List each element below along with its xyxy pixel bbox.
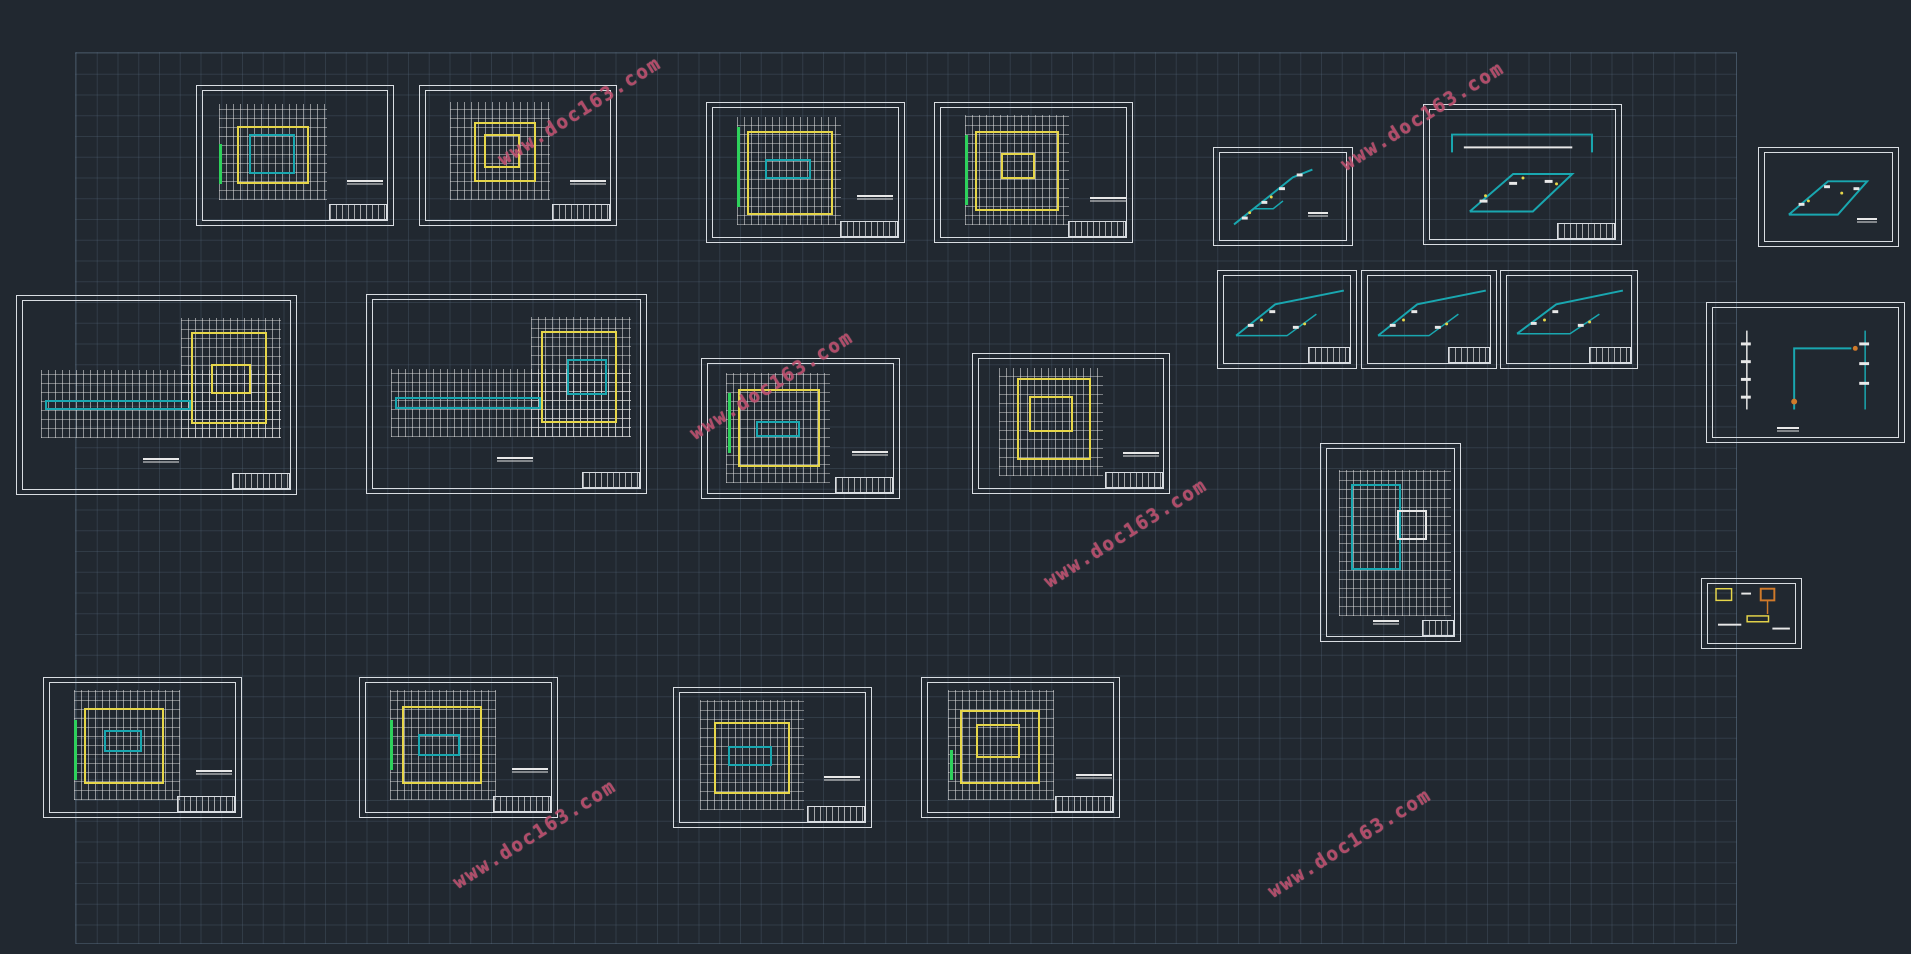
title-block	[1055, 796, 1113, 812]
title-block	[1308, 347, 1350, 363]
title-block	[1448, 347, 1490, 363]
floor-plan-sheet[interactable]	[419, 85, 617, 226]
title-block	[840, 221, 898, 237]
title-block	[1589, 347, 1631, 363]
pipe-isometric-drawing	[1235, 289, 1345, 337]
drawing-caption	[347, 180, 383, 182]
detail-sheet[interactable]	[1701, 578, 1802, 649]
pipe-isometric-drawing	[1516, 289, 1624, 335]
floor-plan-drawing	[999, 368, 1103, 476]
drawing-caption	[497, 457, 533, 459]
drawing-caption	[1857, 218, 1877, 220]
title-block	[493, 796, 551, 812]
floor-plan-drawing	[450, 102, 550, 200]
floor-plan-sheet[interactable]	[921, 677, 1120, 818]
floor-plan-sheet-wide[interactable]	[366, 294, 647, 494]
floor-plan-sheet[interactable]	[972, 353, 1170, 494]
drawing-caption	[1777, 427, 1799, 429]
floor-plan-drawing	[700, 700, 804, 810]
floor-plan-drawing	[74, 690, 180, 800]
sheet-frame	[372, 299, 641, 489]
title-block	[1422, 620, 1454, 636]
drawing-caption	[1123, 452, 1159, 454]
sheet-frame	[707, 363, 894, 494]
equipment-detail-drawing	[1715, 587, 1790, 630]
drawing-caption	[570, 180, 606, 182]
sheet-frame	[1712, 307, 1899, 438]
pipe-riser-drawing	[1740, 330, 1870, 410]
drawing-caption	[143, 458, 179, 460]
sheet-frame	[202, 90, 388, 221]
isometric-diagram-sheet[interactable]	[1758, 147, 1899, 247]
floor-plan-sheet[interactable]	[934, 102, 1133, 243]
title-block	[552, 204, 610, 220]
floor-plan-drawing	[391, 317, 631, 437]
title-block	[807, 806, 865, 822]
sheet-frame	[679, 692, 866, 823]
drawing-caption	[824, 776, 860, 778]
floor-plan-drawing	[726, 373, 830, 483]
floor-plan-sheet[interactable]	[673, 687, 872, 828]
drawing-caption	[1308, 212, 1328, 214]
isometric-diagram-sheet[interactable]	[1361, 270, 1497, 369]
drawing-caption	[1090, 197, 1126, 199]
title-block	[835, 477, 893, 493]
sheet-frame	[1367, 275, 1491, 364]
drawing-caption	[857, 195, 893, 197]
title-block	[1557, 223, 1615, 239]
title-block	[582, 472, 640, 488]
drawing-caption	[1076, 774, 1112, 776]
floor-plan-sheet[interactable]	[43, 677, 242, 818]
title-block	[177, 796, 235, 812]
floor-plan-sheet[interactable]	[706, 102, 905, 243]
sheet-frame	[1429, 109, 1616, 240]
drawing-caption	[512, 768, 548, 770]
sheet-frame	[1506, 275, 1632, 364]
pipe-isometric-drawing	[1788, 180, 1870, 216]
isometric-diagram-sheet[interactable]	[1217, 270, 1357, 369]
sheet-frame	[425, 90, 611, 221]
drawing-caption	[852, 451, 888, 453]
sheet-frame	[1707, 583, 1796, 644]
sheet-frame	[22, 300, 291, 490]
sheet-frame	[49, 682, 236, 813]
floor-plan-drawing	[948, 690, 1054, 800]
sheet-frame	[1223, 275, 1351, 364]
isometric-diagram-sheet[interactable]	[1423, 104, 1622, 245]
riser-diagram-sheet[interactable]	[1706, 302, 1905, 443]
pipe-isometric-drawing	[1377, 289, 1487, 337]
isometric-diagram-sheet[interactable]	[1213, 147, 1353, 246]
floor-plan-sheet[interactable]	[701, 358, 900, 499]
floor-plan-drawing	[41, 318, 281, 438]
sheet-frame	[1326, 448, 1455, 637]
floor-plan-drawing	[965, 115, 1069, 225]
title-block	[232, 473, 290, 489]
title-block	[1105, 472, 1163, 488]
floor-plan-drawing	[390, 690, 496, 800]
sheet-frame	[927, 682, 1114, 813]
pipe-isometric-drawing	[1451, 133, 1593, 213]
partial-plan-drawing	[1339, 470, 1451, 616]
sheet-frame	[712, 107, 899, 238]
title-block	[1068, 221, 1126, 237]
sheet-frame	[978, 358, 1164, 489]
sheet-frame	[1219, 152, 1347, 241]
drawing-caption	[196, 770, 232, 772]
floor-plan-sheet[interactable]	[359, 677, 558, 818]
title-block	[329, 204, 387, 220]
sheet-frame	[940, 107, 1127, 238]
drawing-caption	[1373, 620, 1399, 622]
sheet-frame	[1764, 152, 1893, 242]
floor-plan-sheet-wide[interactable]	[16, 295, 297, 495]
floor-plan-sheet[interactable]	[196, 85, 394, 226]
drawing-grid[interactable]	[75, 52, 1737, 944]
sheet-frame	[365, 682, 552, 813]
pipe-isometric-drawing	[1233, 168, 1313, 226]
partial-plan-sheet[interactable]	[1320, 443, 1461, 642]
isometric-diagram-sheet[interactable]	[1500, 270, 1638, 369]
floor-plan-drawing	[219, 104, 327, 200]
floor-plan-drawing	[737, 117, 841, 225]
